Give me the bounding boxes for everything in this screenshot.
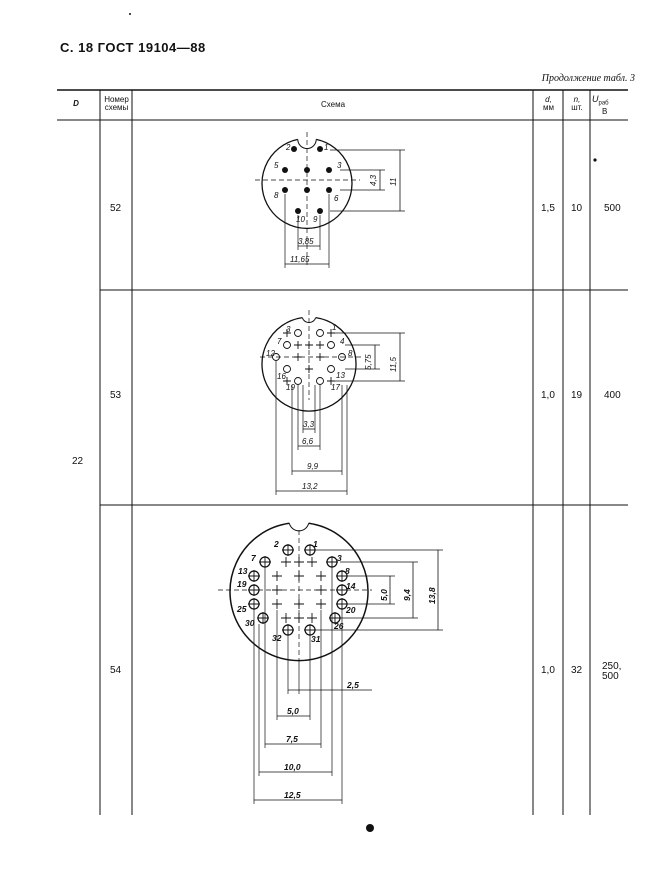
pin-label: 16 — [277, 372, 286, 381]
col-header-n: n, шт. — [564, 96, 590, 112]
row-54-u-line2: 500 — [602, 671, 619, 682]
col-header-scheme-no: Номер схемы — [101, 96, 132, 112]
pin-label: 14 — [346, 581, 356, 591]
row-52-d: 1,5 — [541, 203, 555, 214]
col-header-scheme-no-line1: Номер — [104, 95, 129, 104]
col-header-scheme-no-line2: схемы — [104, 103, 129, 112]
row-54-scheme-no: 54 — [110, 665, 122, 676]
pin-label: 10 — [296, 215, 305, 224]
dimension-label: 11,5 — [389, 356, 398, 372]
group-d-value: 22 — [72, 456, 84, 467]
dimension-label: 3,85 — [298, 237, 314, 246]
page-header: С. 18 ГОСТ 19104—88 — [60, 40, 206, 55]
dimension-label: 4,3 — [369, 174, 378, 186]
row-53-u: 400 — [604, 390, 621, 401]
dimension-label: 5,75 — [364, 354, 373, 370]
pin-label: 25 — [236, 604, 247, 614]
row-52-scheme-no: 52 — [110, 203, 122, 214]
pin-label: 1 — [332, 323, 336, 332]
pin-label: 8 — [345, 566, 350, 576]
dimension-label: 11 — [389, 178, 398, 186]
row-52-u: 500 — [604, 203, 621, 214]
table-grid — [57, 89, 628, 815]
dimension-label: 13,2 — [302, 482, 318, 491]
pin-label: 17 — [331, 383, 340, 392]
col-header-d-inner-line2: мм — [543, 103, 554, 112]
table-continuation-caption: Продолжение табл. 3 — [541, 73, 635, 84]
pin-label: 31 — [311, 634, 321, 644]
row-52-n: 10 — [571, 203, 583, 214]
col-header-d-inner: d, мм — [534, 96, 563, 112]
row-53-n: 19 — [571, 390, 583, 401]
pin-label: 2 — [273, 539, 279, 549]
pin-label: 26 — [333, 621, 344, 631]
row-54-n: 32 — [571, 665, 583, 676]
row-54-u: 250, 500 — [602, 662, 621, 682]
dimension-label: 11,65 — [290, 255, 310, 264]
pin-label: 7 — [277, 337, 282, 346]
pin-label: 19 — [237, 579, 247, 589]
pin-label: 13 — [336, 371, 345, 380]
col-header-n-line2: шт. — [571, 103, 583, 112]
dimension-label: 7,5 — [286, 734, 298, 744]
pin-label: 5 — [274, 161, 279, 170]
pin-label: 4 — [340, 337, 345, 346]
row-54-u-line1: 250, — [602, 661, 622, 672]
scheme-52-drawing — [255, 132, 405, 268]
col-header-scheme: Схема — [320, 100, 346, 109]
dimension-label: 9,9 — [307, 462, 319, 471]
dimension-label: 13,8 — [427, 587, 437, 604]
col-header-d-outer: D — [73, 99, 79, 108]
scheme-54-drawing — [218, 522, 443, 804]
dimension-label: 5,0 — [379, 589, 389, 601]
dimension-label: 6,6 — [302, 437, 314, 446]
pin-label: 12 — [266, 349, 275, 358]
pin-label: 3 — [337, 161, 342, 170]
row-53-d: 1,0 — [541, 390, 555, 401]
dimension-label: 12,5 — [284, 790, 301, 800]
dimension-label: 3,3 — [303, 420, 315, 429]
row-54-d: 1,0 — [541, 665, 555, 676]
pin-label: 32 — [272, 633, 282, 643]
row-53-scheme-no: 53 — [110, 390, 122, 401]
pin-label: 8 — [348, 349, 353, 358]
col-header-u-sub: раб — [598, 100, 609, 107]
col-header-u-unit: В — [602, 106, 608, 116]
pin-label: 1 — [313, 539, 318, 549]
dimension-label: 5,0 — [287, 706, 299, 716]
col-header-n-line1: n, — [573, 95, 581, 104]
col-header-d-inner-line1: d, — [545, 95, 552, 104]
pin-label: 3 — [337, 553, 342, 563]
pin-label: 19 — [286, 383, 295, 392]
pin-label: 20 — [345, 605, 356, 615]
pin-label: 9 — [313, 215, 318, 224]
dimension-label: 9,4 — [402, 589, 412, 601]
pin-label: 7 — [251, 553, 257, 563]
pin-label: 30 — [245, 618, 255, 628]
pin-label: 1 — [324, 143, 328, 152]
pin-label: 6 — [334, 194, 339, 203]
pin-label: 13 — [238, 566, 248, 576]
scheme-53-drawing — [260, 310, 405, 495]
pin-label: 3 — [286, 325, 291, 334]
pin-label: 2 — [285, 143, 291, 152]
dimension-label: 10,0 — [284, 762, 301, 772]
pin-label: 8 — [274, 191, 279, 200]
col-header-u-symbol: U — [592, 94, 599, 104]
dimension-label: 2,5 — [346, 680, 359, 690]
col-header-u: Uраб В — [592, 95, 626, 116]
